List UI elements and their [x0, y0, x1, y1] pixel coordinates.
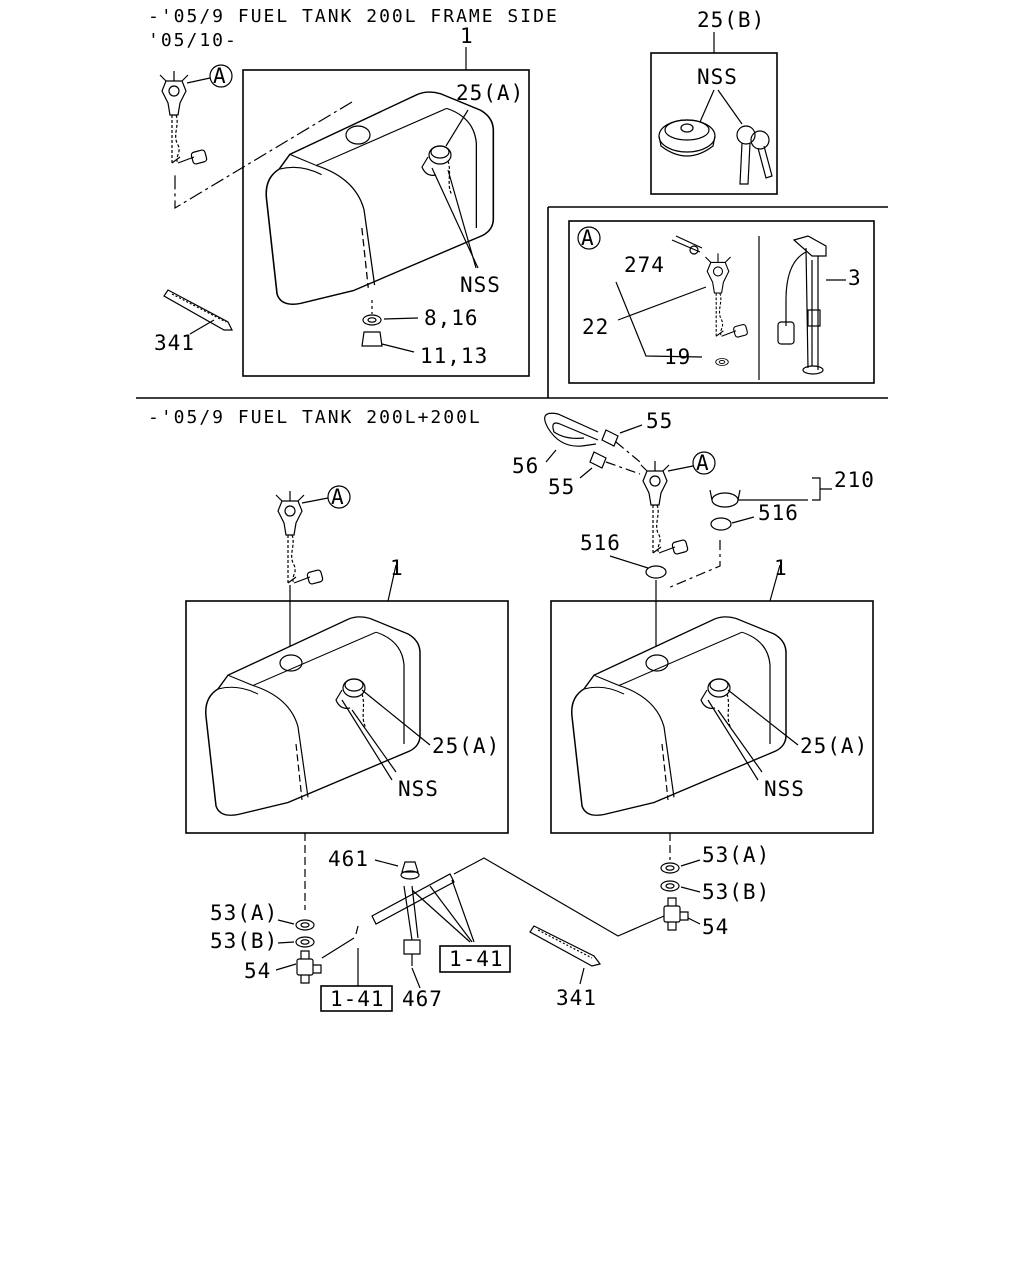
label-right-cap: 25(A) — [800, 734, 868, 758]
label-right-oring-1: 516 — [758, 501, 799, 525]
label-top-tie: 341 — [154, 331, 195, 355]
left-fuel-tank — [205, 616, 421, 817]
label-right-tank: 1 — [774, 556, 788, 580]
right-clip-2 — [589, 451, 607, 469]
right-oring-1 — [710, 517, 732, 531]
center-ref-box[interactable] — [439, 945, 511, 973]
detail-gauge-unit — [704, 252, 749, 339]
left-tank-port — [279, 654, 303, 672]
center-nut — [401, 861, 419, 873]
label-center-nut: 461 — [328, 847, 369, 871]
label-left-washer-a: 53(A) — [210, 901, 278, 925]
label-right-hose: 56 — [512, 454, 539, 478]
label-center-bolt: 467 — [402, 987, 443, 1011]
keyset-cap — [658, 119, 716, 157]
label-right-band: 210 — [834, 468, 875, 492]
label-keyset: 25(B) — [697, 8, 765, 32]
right-tank-box — [550, 600, 874, 834]
label-detail-unit: 22 — [582, 315, 609, 339]
label-detail-bolt: 274 — [624, 253, 665, 277]
right-fuel-tank — [571, 616, 787, 817]
left-washer-a — [295, 919, 315, 931]
label-right-washer-b: 53(B) — [702, 880, 770, 904]
label-top-nss: NSS — [460, 273, 501, 297]
left-gauge-unit — [275, 490, 324, 586]
right-gauge-unit — [640, 460, 689, 556]
label-top-washer: 8,16 — [424, 306, 479, 330]
right-clip-1 — [601, 429, 619, 447]
top-drain-plug — [361, 331, 383, 347]
top-tank-group: 1 25(A) NSS 8,16 11,13 — [174, 24, 530, 377]
callout-a-left: A — [331, 485, 345, 509]
label-center-ref[interactable]: 1-41 — [449, 947, 504, 971]
center-bracket — [403, 885, 419, 941]
left-drain-cock — [296, 950, 322, 984]
label-left-ref[interactable]: 1-41 — [330, 987, 385, 1011]
label-detail-sender: 3 — [848, 266, 862, 290]
right-washer-b — [660, 880, 680, 892]
center-pipe — [371, 873, 455, 925]
detail-a-box — [568, 220, 875, 384]
label-right-nss: NSS — [764, 777, 805, 801]
label-right-cock: 54 — [702, 915, 729, 939]
center-bolt — [403, 939, 421, 955]
label-top-tank: 1 — [460, 24, 474, 48]
detail-bolt — [671, 235, 703, 253]
top-gauge-unit — [159, 70, 208, 166]
keyset-keys — [736, 125, 773, 185]
callout-a-top: A — [213, 64, 227, 88]
left-tank-box — [185, 600, 509, 834]
header-date-range: '05/10- — [148, 30, 238, 51]
top-gauge-group: A — [159, 64, 233, 166]
label-left-washer-b: 53(B) — [210, 929, 278, 953]
right-tank-port — [645, 654, 669, 672]
label-left-nss: NSS — [398, 777, 439, 801]
right-tank-group: 56 55 55 A 210 516 516 1 25(A — [512, 409, 875, 1010]
left-tank-group: A 1 25(A) NSS 53(A) 53(B) 54 1-41 — [185, 485, 509, 1012]
label-right-clip-2: 55 — [548, 475, 575, 499]
detail-seal — [715, 358, 729, 366]
left-washer-b — [295, 936, 315, 948]
label-right-washer-a: 53(A) — [702, 843, 770, 867]
detail-sender — [777, 235, 827, 375]
center-bracket-group: 461 467 1-41 — [328, 847, 665, 1011]
top-washer — [362, 314, 382, 326]
top-cable-tie: 341 — [154, 289, 233, 355]
callout-a-detail: A — [581, 226, 595, 250]
header-frame-side: -'05/9 FUEL TANK 200L FRAME SIDE — [148, 6, 559, 27]
label-left-tank: 1 — [390, 556, 404, 580]
label-top-plug: 11,13 — [420, 344, 488, 368]
right-cable-tie — [529, 925, 602, 967]
label-right-oring-2: 516 — [580, 531, 621, 555]
header-200l-200l: -'05/9 FUEL TANK 200L+200L — [148, 407, 482, 428]
right-drain-cock — [663, 897, 689, 931]
label-left-cap: 25(A) — [432, 734, 500, 758]
label-right-tie: 341 — [556, 986, 597, 1010]
right-hose — [544, 412, 599, 447]
label-detail-seal: 19 — [664, 345, 691, 369]
left-ref-box[interactable] — [320, 985, 393, 1012]
top-tank-box — [242, 69, 530, 377]
right-oring-2 — [645, 565, 667, 579]
detail-a-group: A 274 22 19 3 — [568, 220, 875, 384]
top-tank-port — [345, 125, 371, 145]
keyset-group: 25(B) NSS — [650, 8, 778, 195]
label-right-clip-1: 55 — [646, 409, 673, 433]
label-top-cap: 25(A) — [456, 81, 524, 105]
label-keyset-nss: NSS — [697, 65, 738, 89]
callout-a-right: A — [696, 451, 710, 475]
right-band — [709, 489, 741, 508]
right-washer-a — [660, 862, 680, 874]
label-left-cock: 54 — [244, 959, 271, 983]
